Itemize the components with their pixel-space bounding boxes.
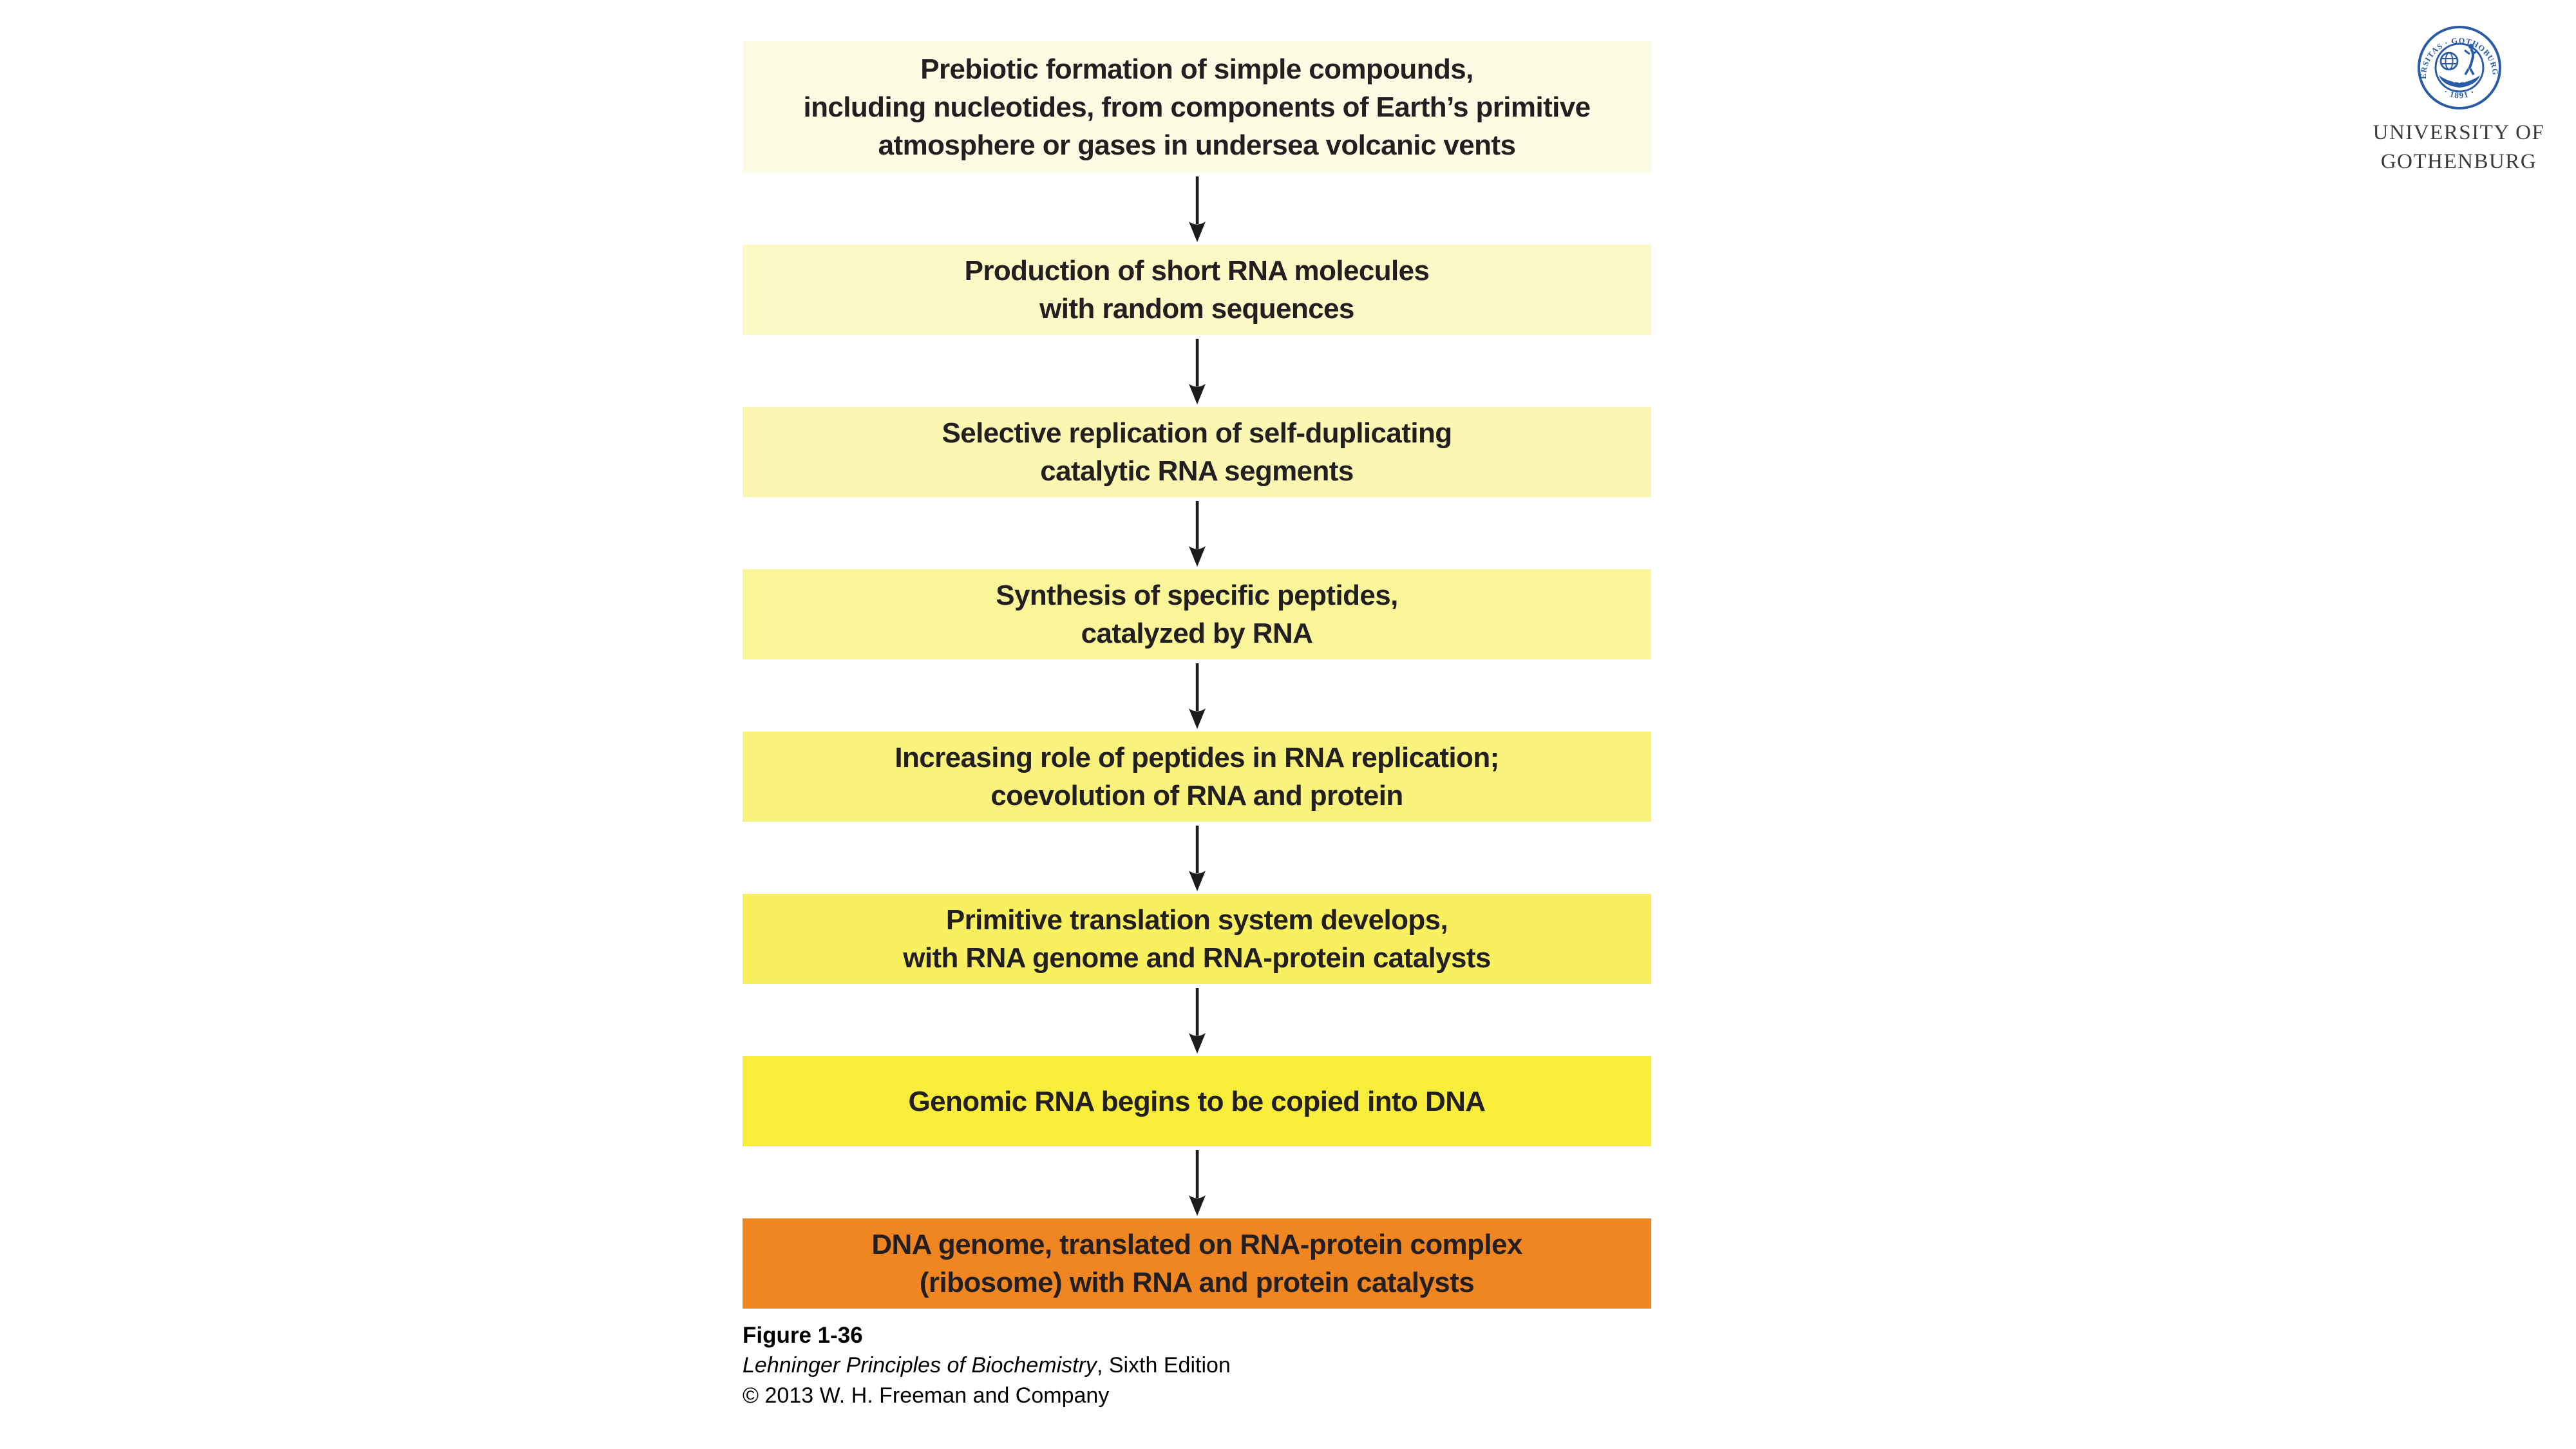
down-arrow-icon [1188,176,1206,242]
flow-step-text: Production of short RNA molecules [964,255,1430,287]
flow-step-text: atmosphere or gases in undersea volcanic… [878,129,1516,161]
flow-arrow [743,1146,1651,1218]
flow-arrow [743,822,1651,894]
flow-arrow [743,173,1651,245]
flow-step-1: Prebiotic formation of simple compounds,… [743,41,1651,173]
seal-lion-icon [2464,44,2478,75]
flow-step-text: including nucleotides, from components o… [803,91,1591,123]
book-title: Lehninger Principles of Biochemistry [743,1353,1097,1378]
seal-year-text: · 1891 · [2442,87,2476,100]
university-wordmark: UNIVERSITY OF GOTHENBURG [2330,118,2576,176]
down-arrow-icon [1188,826,1206,891]
flowchart: Prebiotic formation of simple compounds,… [743,41,1651,1309]
flow-step-text: catalyzed by RNA [1081,618,1313,649]
flow-step-text: with RNA genome and RNA-protein catalyst… [903,942,1491,974]
flow-arrow [743,984,1651,1056]
flow-step-text: Synthesis of specific peptides, [996,580,1398,611]
flow-step-text: Primitive translation system develops, [945,904,1448,936]
flow-step-text: Selective replication of self-duplicatin… [942,417,1452,449]
flow-step-text: coevolution of RNA and protein [990,780,1403,811]
flow-step-text: (ribosome) with RNA and protein catalyst… [919,1267,1475,1298]
book-edition: , Sixth Edition [1096,1353,1231,1378]
copyright-line: © 2013 W. H. Freeman and Company [743,1383,1110,1408]
svg-text:· 1891 ·: · 1891 · [2442,87,2477,100]
seal-ring-text: UNIVERSITAS · GOTHOBURGENSIS [2417,25,2499,79]
flow-step-text: Increasing role of peptides in RNA repli… [895,742,1499,773]
figure-caption: Figure 1-36 Lehninger Principles of Bioc… [743,1320,1231,1411]
wordmark-line1: UNIVERSITY OF [2372,121,2545,144]
svg-text:UNIVERSITAS · GOTHOBURGENSIS: UNIVERSITAS · GOTHOBURGENSIS [2417,25,2500,79]
down-arrow-icon [1188,663,1206,729]
flow-step-5: Increasing role of peptides in RNA repli… [743,732,1651,822]
down-arrow-icon [1188,339,1206,404]
flow-step-text: Genomic RNA begins to be copied into DNA [908,1085,1486,1117]
flow-step-8: DNA genome, translated on RNA-protein co… [743,1218,1651,1309]
flow-step-3: Selective replication of self-duplicatin… [743,407,1651,497]
down-arrow-icon [1188,501,1206,567]
figure-label: Figure 1-36 [743,1323,863,1348]
book-reference: Lehninger Principles of Biochemistry, Si… [743,1350,1231,1381]
seal-ship-icon [2439,75,2480,88]
flow-step-text: with random sequences [1039,293,1354,325]
flow-arrow [743,659,1651,732]
flow-arrow [743,497,1651,569]
flow-step-4: Synthesis of specific peptides, catalyzed… [743,569,1651,659]
flow-step-6: Primitive translation system develops, wi… [743,894,1651,984]
flow-step-text: Prebiotic formation of simple compounds, [920,53,1473,85]
flow-step-text: catalytic RNA segments [1040,455,1354,487]
flow-arrow [743,335,1651,407]
flow-step-2: Production of short RNA molecules with ra… [743,245,1651,335]
down-arrow-icon [1188,988,1206,1054]
down-arrow-icon [1188,1150,1206,1216]
flow-step-text: DNA genome, translated on RNA-protein co… [871,1229,1522,1260]
university-seal-icon: UNIVERSITAS · GOTHOBURGENSIS · 1891 · [2417,25,2501,109]
wordmark-line2: GOTHENBURG [2380,150,2537,173]
seal-globe-icon [2439,52,2459,71]
flow-step-7: Genomic RNA begins to be copied into DNA [743,1056,1651,1146]
